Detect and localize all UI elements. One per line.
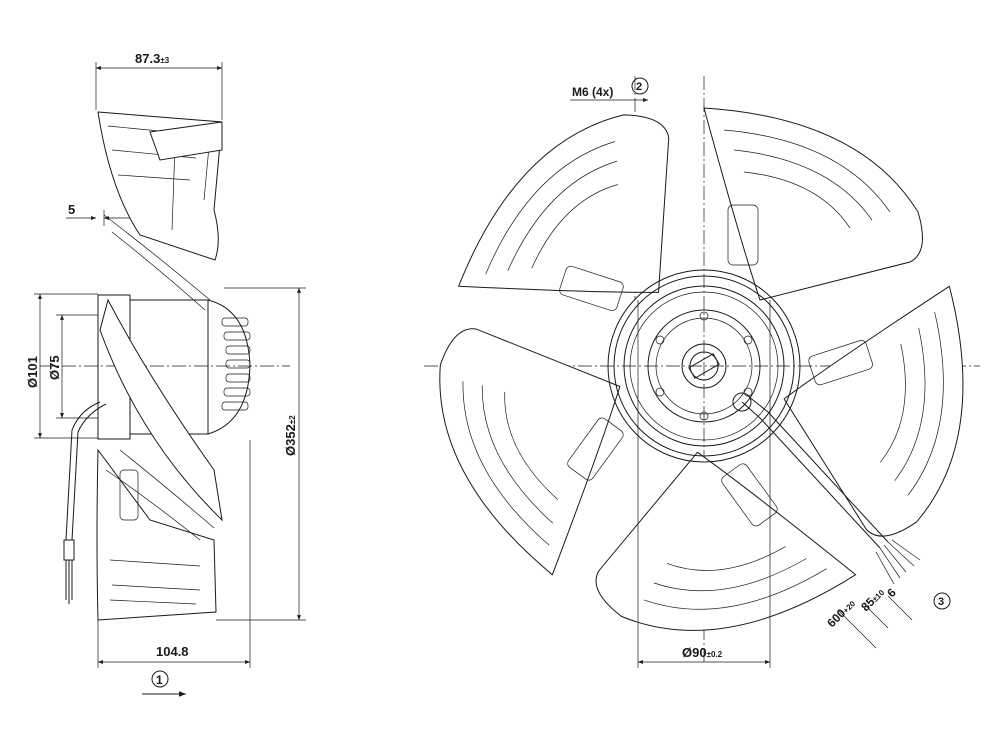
dim-diameter: Ø352±2 xyxy=(216,287,306,621)
dim-depth-value: 87.3 xyxy=(135,51,160,66)
screw-callout: M6 (4x) 2 xyxy=(570,77,649,102)
screw-label: M6 (4x) xyxy=(572,85,613,99)
screw-marker-number: 2 xyxy=(636,81,642,93)
airflow-marker-number: 1 xyxy=(156,673,163,687)
cable-marker-number: 3 xyxy=(938,596,944,608)
motor-hub xyxy=(607,269,801,463)
front-blade xyxy=(783,285,964,537)
front-blade xyxy=(439,328,624,576)
motor-cooling-fins xyxy=(221,317,251,411)
svg-text:Ø352±2: Ø352±2 xyxy=(283,415,298,456)
svg-text:87.3±3: 87.3±3 xyxy=(135,51,170,66)
side-blade-upper xyxy=(97,111,223,311)
dim-wire-end: 6 xyxy=(884,585,899,600)
dim-cable: 600+20 85±10 6 3 xyxy=(824,585,951,649)
dim-d101: Ø101 xyxy=(25,293,98,439)
dim-offset-value: 5 xyxy=(68,202,75,217)
dim-diameter-value: Ø352 xyxy=(283,424,298,456)
side-blade-lower xyxy=(96,448,217,621)
side-view: 87.3±3 5 Ø101 Ø75 Ø352±2 xyxy=(25,51,306,697)
front-view: M6 (4x) 2 Ø90±0.2 600+20 85±10 6 3 xyxy=(424,76,980,668)
side-blade-middle xyxy=(99,298,223,522)
dim-hub-diameter-tol: ±0.2 xyxy=(707,650,723,659)
dim-hub-diameter: Ø90±0.2 xyxy=(637,300,771,668)
dim-width-value: 104.8 xyxy=(156,644,189,659)
dim-d75: Ø75 xyxy=(47,314,98,419)
dim-diameter-tol: ±2 xyxy=(288,415,297,424)
airflow-marker: 1 xyxy=(142,670,186,697)
svg-text:85±10: 85±10 xyxy=(858,585,887,614)
svg-text:Ø90±0.2: Ø90±0.2 xyxy=(682,645,723,660)
impeller-blades xyxy=(439,107,964,631)
dim-d75-value: Ø75 xyxy=(47,355,62,380)
front-blade xyxy=(457,114,670,312)
dim-depth: 87.3±3 xyxy=(95,51,223,120)
dim-hub-diameter-value: Ø90 xyxy=(682,645,707,660)
dim-depth-tol: ±3 xyxy=(160,56,169,65)
front-cable xyxy=(741,395,921,585)
front-blade xyxy=(703,107,923,301)
dim-d101-value: Ø101 xyxy=(25,356,40,388)
dim-width: 104.8 xyxy=(97,440,251,668)
dim-offset: 5 xyxy=(66,202,130,226)
